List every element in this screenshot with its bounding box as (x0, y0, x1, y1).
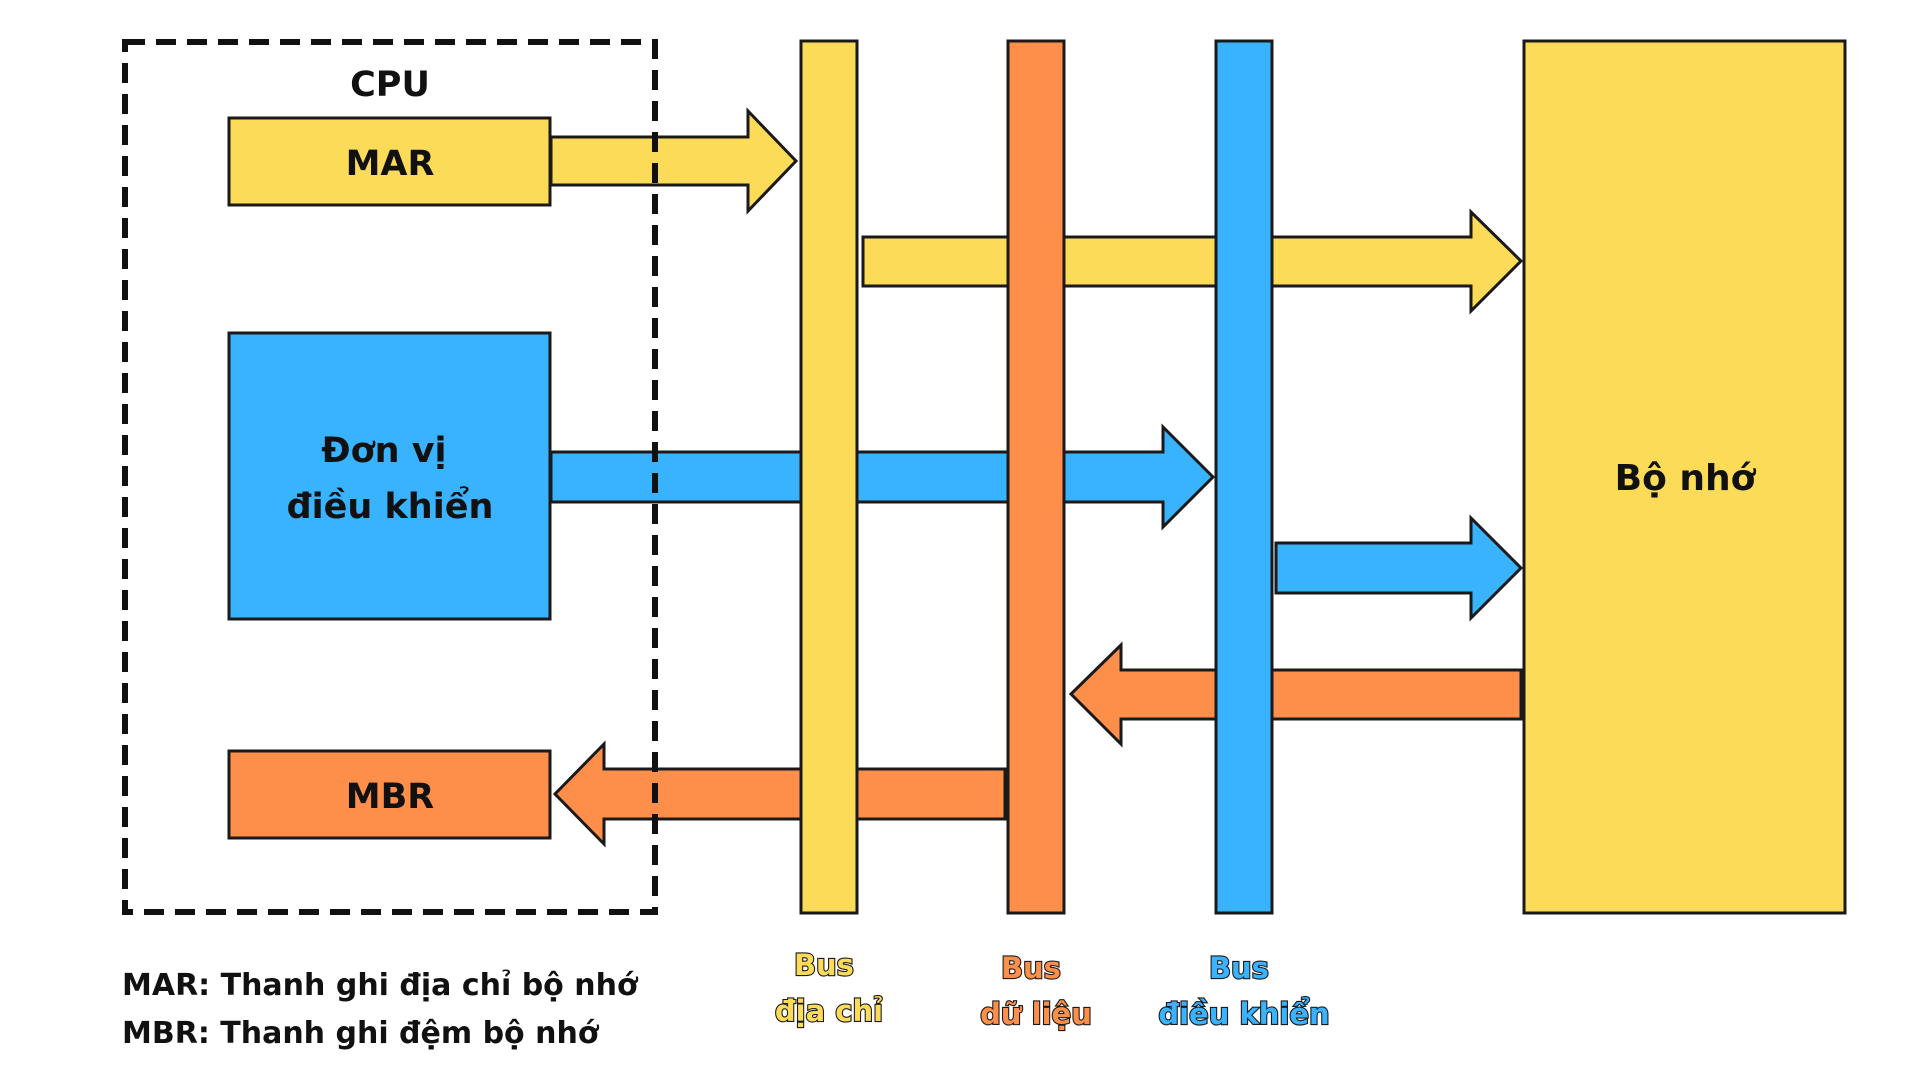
mbr-label: MBR (346, 777, 435, 817)
data-bus-label-line1: Bus (1001, 951, 1061, 985)
memory-block (1522, 39, 1847, 915)
control-unit-label-line1: Đơn vị (321, 431, 446, 471)
arrow-address-bus-to-memory (861, 208, 1524, 315)
arrow-memory-to-data-bus (1068, 641, 1523, 748)
data-bus-label: Bus dữ liệu (980, 951, 1092, 1031)
control-bus-label-line2: điều khiển (1158, 997, 1329, 1031)
cpu-label: CPU (350, 65, 430, 105)
address-bus-label-line1: Bus (794, 948, 854, 982)
memory-label: Bộ nhớ (1615, 458, 1757, 499)
control-unit (227, 331, 552, 621)
legend: MAR: Thanh ghi địa chỉ bộ nhớ MBR: Thanh… (122, 962, 638, 1058)
control-bus-label: Bus điều khiển (1158, 951, 1329, 1031)
arrow-control-unit-to-control-bus (549, 423, 1216, 531)
mar-register (227, 116, 552, 207)
mar-label: MAR (346, 144, 435, 184)
control-unit-label-line2: điều khiển (287, 485, 494, 527)
address-bus-label: Bus địa chỉ (775, 948, 883, 1028)
control-bus (1214, 39, 1274, 915)
data-bus-label-line2: dữ liệu (980, 997, 1092, 1031)
control-bus-label-line1: Bus (1209, 951, 1269, 985)
arrow-data-bus-to-mbr (552, 740, 1007, 848)
cpu-boundary (122, 39, 658, 915)
arrow-mar-to-address-bus (549, 107, 799, 215)
data-bus (1006, 39, 1066, 915)
address-bus (799, 39, 859, 915)
legend-mbr: MBR: Thanh ghi đệm bộ nhớ (122, 1016, 599, 1051)
legend-mar: MAR: Thanh ghi địa chỉ bộ nhớ (122, 968, 638, 1003)
address-bus-label-line2: địa chỉ (775, 994, 883, 1028)
mbr-register (227, 749, 552, 840)
control-unit-label: Đơn vị điều khiển (287, 431, 494, 527)
arrow-control-bus-to-memory (1274, 514, 1524, 622)
